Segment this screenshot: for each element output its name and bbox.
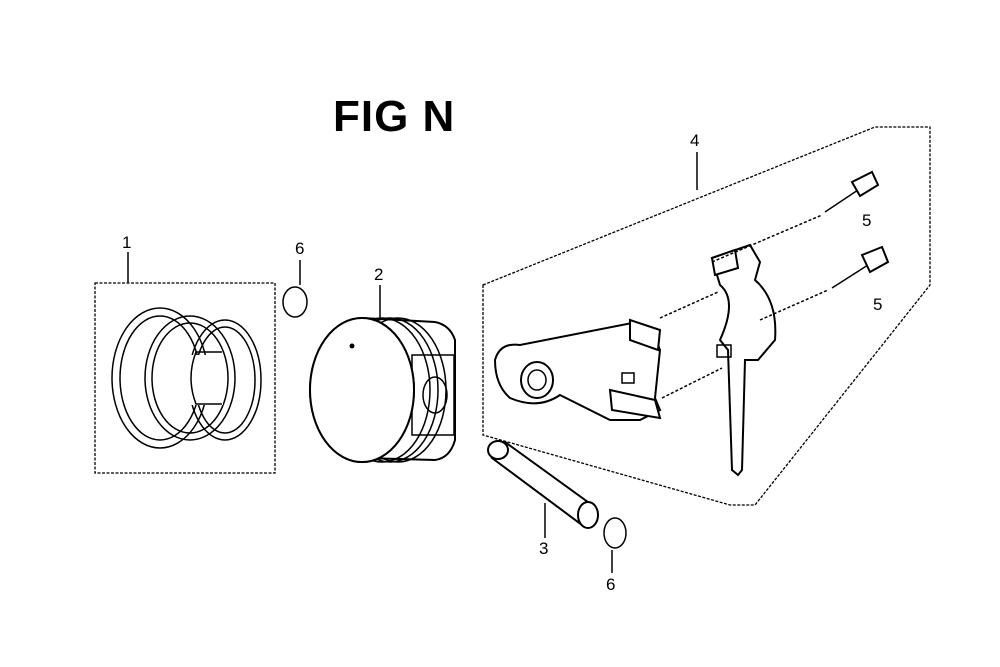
connecting-rod-cap (710, 243, 777, 477)
callout-6-clip-lower: 6 (606, 575, 616, 594)
piston-pin-clip-lower (603, 517, 627, 573)
connecting-rod-group-box (482, 126, 931, 506)
piston-pin-clip-upper (282, 260, 308, 318)
figure-title: FIG N (333, 92, 456, 141)
piston (309, 285, 456, 463)
rod-bolt-lower (759, 245, 890, 321)
callout-3-piston-pin: 3 (539, 539, 549, 558)
rod-bolt-upper (711, 170, 880, 263)
callout-5-bolt-upper: 5 (862, 211, 872, 230)
callout-2-piston: 2 (374, 265, 384, 284)
piston-rings-group-box (94, 252, 276, 474)
callout-5-bolt-lower: 5 (873, 295, 883, 314)
piston-rings (111, 307, 262, 449)
callout-6-clip-upper: 6 (295, 239, 305, 258)
callout-4-connecting-rod: 4 (690, 131, 700, 150)
callout-1-piston-rings: 1 (122, 233, 132, 252)
assembly-guide-lines (659, 291, 723, 399)
piston-pin (487, 440, 599, 538)
connecting-rod (493, 318, 662, 421)
